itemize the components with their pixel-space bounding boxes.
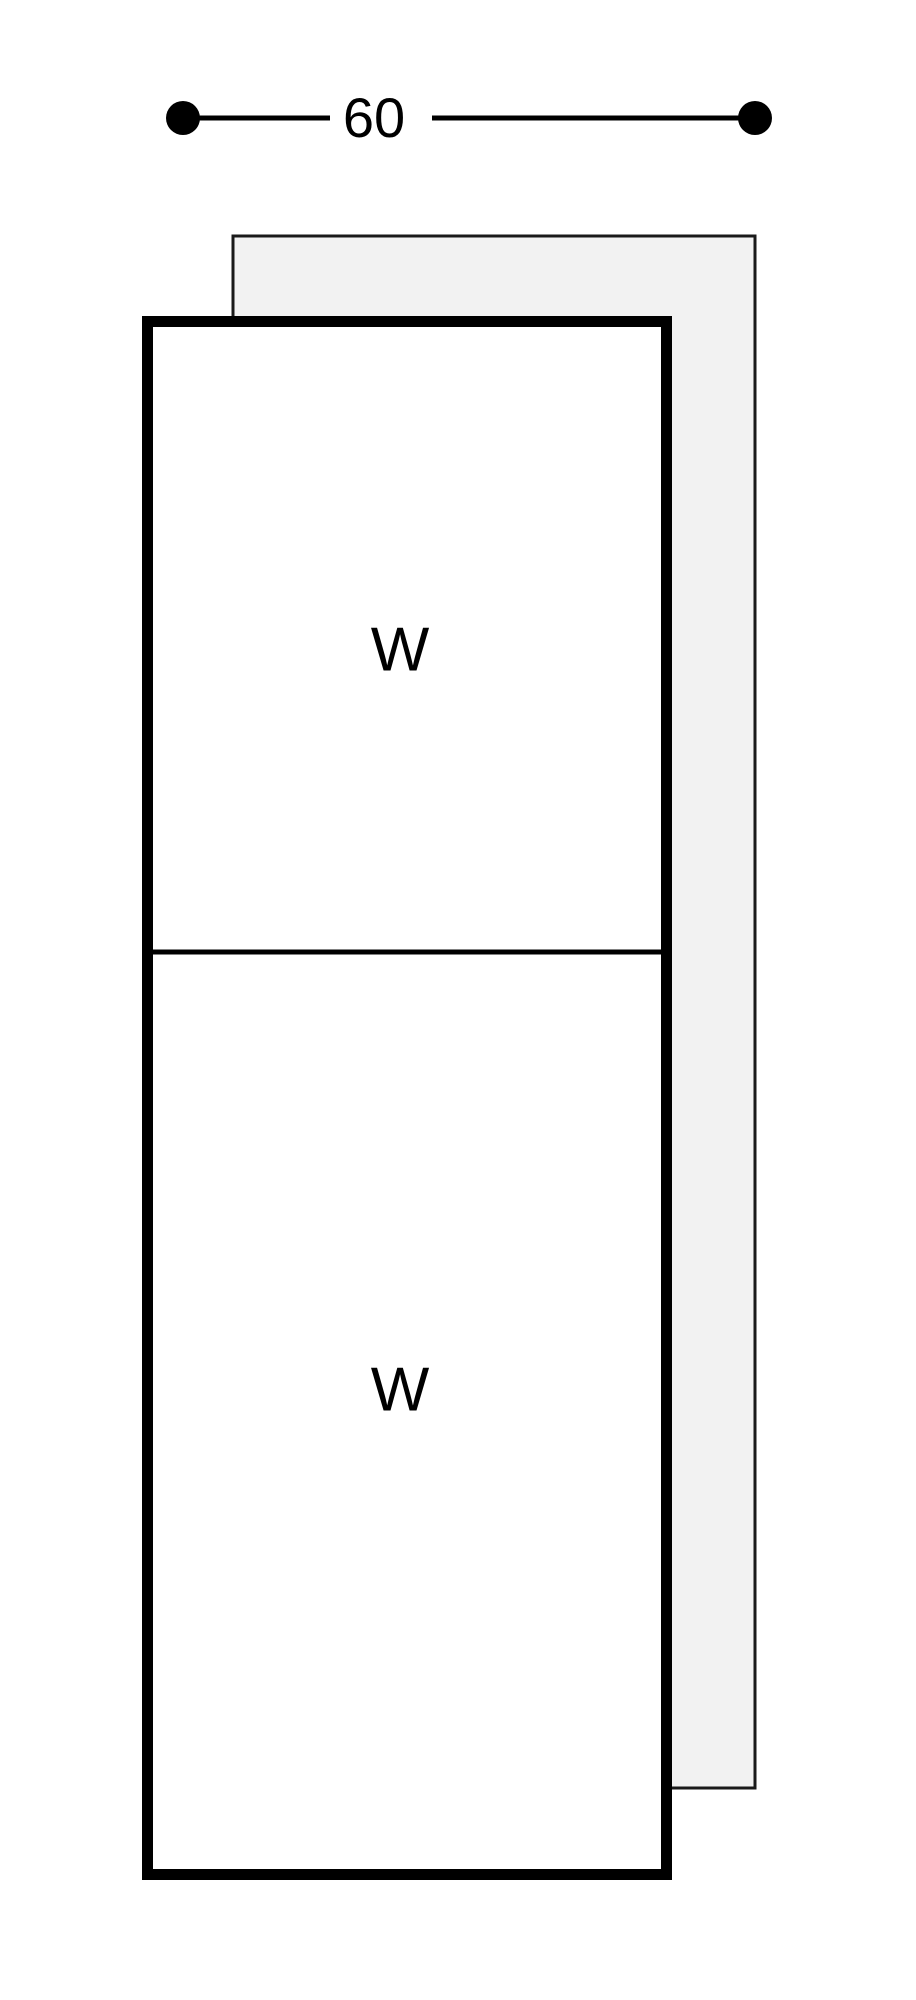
dimension-endpoint-right-dot	[738, 101, 772, 135]
dimension-value-label: 60	[343, 86, 405, 149]
lower-compartment-label: W	[371, 1355, 430, 1424]
width-dimension-group: 60	[166, 86, 772, 149]
upper-compartment-label: W	[371, 615, 430, 684]
dimension-endpoint-left-dot	[166, 101, 200, 135]
cabinet-body-outline	[142, 316, 672, 1880]
